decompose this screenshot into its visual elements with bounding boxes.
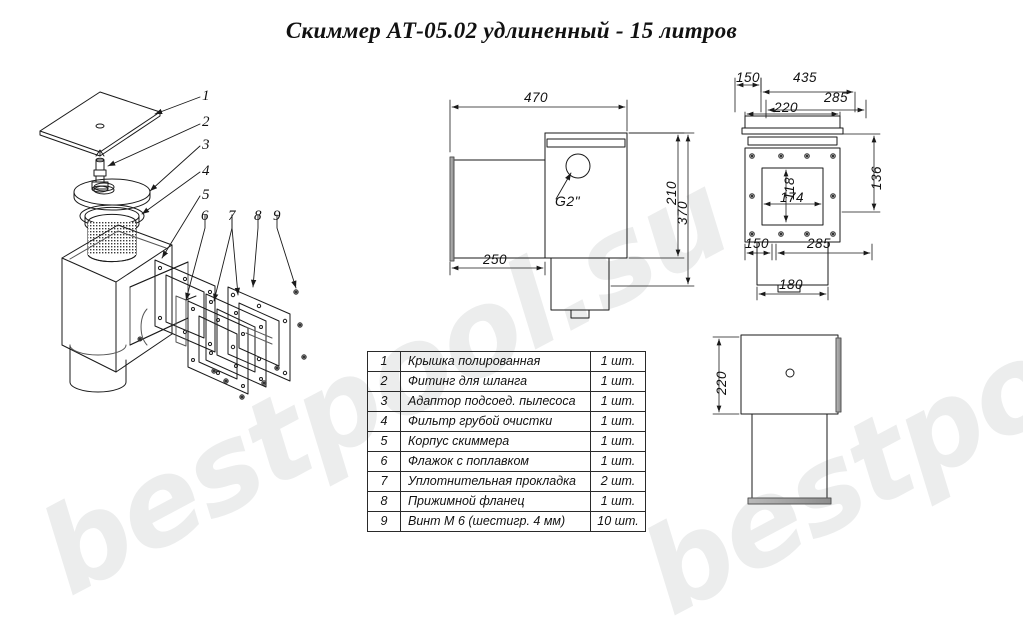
- callout-4: 4: [202, 163, 210, 179]
- dim-150-top: 150: [736, 70, 761, 85]
- part-quantity-cell: 10 шт.: [590, 511, 646, 532]
- dim-370: 370: [675, 200, 690, 225]
- dim-180: 180: [779, 277, 804, 292]
- part-quantity-cell: 1 шт.: [590, 371, 646, 392]
- dim-174: 174: [780, 190, 805, 205]
- part-quantity-cell: 1 шт.: [590, 351, 646, 372]
- dim-136: 136: [869, 165, 884, 190]
- dim-250: 250: [483, 252, 508, 267]
- part-gasket-b: [205, 293, 267, 388]
- callout-9: 9: [273, 208, 281, 224]
- dim-435: 435: [793, 70, 818, 85]
- part-quantity-cell: 1 шт.: [590, 491, 646, 512]
- part-clamping-flange: [227, 286, 291, 382]
- part-quantity-cell: 1 шт.: [590, 451, 646, 472]
- part-number-cell: 3: [367, 391, 401, 412]
- part-name-cell: Уплотнительная прокладка: [400, 471, 591, 492]
- dim-thread-g2: G2": [555, 193, 581, 209]
- callout-7: 7: [228, 208, 236, 224]
- exploded-assembly-view: [39, 91, 307, 400]
- part-name-cell: Адаптор подсоед. пылесоса: [400, 391, 591, 412]
- part-number-cell: 7: [367, 471, 401, 492]
- dim-285-bottom: 285: [807, 236, 832, 251]
- dim-220-depth: 220: [714, 370, 729, 395]
- part-quantity-cell: 1 шт.: [590, 391, 646, 412]
- part-filter-basket: [79, 204, 145, 263]
- dim-470: 470: [524, 90, 549, 105]
- part-quantity-cell: 2 шт.: [590, 471, 646, 492]
- part-number-cell: 5: [367, 431, 401, 452]
- part-number-cell: 1: [367, 351, 401, 372]
- callout-3: 3: [202, 137, 210, 153]
- part-number-cell: 2: [367, 371, 401, 392]
- part-number-cell: 4: [367, 411, 401, 432]
- part-name-cell: Фильтр грубой очистки: [400, 411, 591, 432]
- top-plan-view: [712, 334, 842, 505]
- part-number-cell: 9: [367, 511, 401, 532]
- dim-285-top: 285: [824, 90, 849, 105]
- part-lid: [39, 91, 161, 157]
- part-number-cell: 6: [367, 451, 401, 472]
- callout-2: 2: [202, 114, 210, 130]
- part-quantity-cell: 1 шт.: [590, 431, 646, 452]
- part-name-cell: Флажок с поплавком: [400, 451, 591, 472]
- dim-150-bottom: 150: [745, 236, 770, 251]
- drawing-linework: [39, 77, 881, 505]
- section-side-view: [449, 99, 695, 319]
- part-number-cell: 8: [367, 491, 401, 512]
- callout-1: 1: [202, 88, 210, 104]
- callout-6: 6: [201, 208, 209, 224]
- callout-8: 8: [254, 208, 262, 224]
- front-faceplate-view: [734, 77, 881, 301]
- part-name-cell: Прижимной фланец: [400, 491, 591, 512]
- part-name-cell: Корпус скиммера: [400, 431, 591, 452]
- part-name-cell: Фитинг для шланга: [400, 371, 591, 392]
- dim-220-faceplate: 220: [774, 100, 799, 115]
- callout-5: 5: [202, 187, 210, 203]
- drawing-title: Скиммер АТ-05.02 удлиненный - 15 литров: [285, 18, 738, 43]
- part-name-cell: Винт М 6 (шестигр. 4 мм): [400, 511, 591, 532]
- part-screws: [137, 289, 307, 400]
- part-quantity-cell: 1 шт.: [590, 411, 646, 432]
- part-name-cell: Крышка полированная: [400, 351, 591, 372]
